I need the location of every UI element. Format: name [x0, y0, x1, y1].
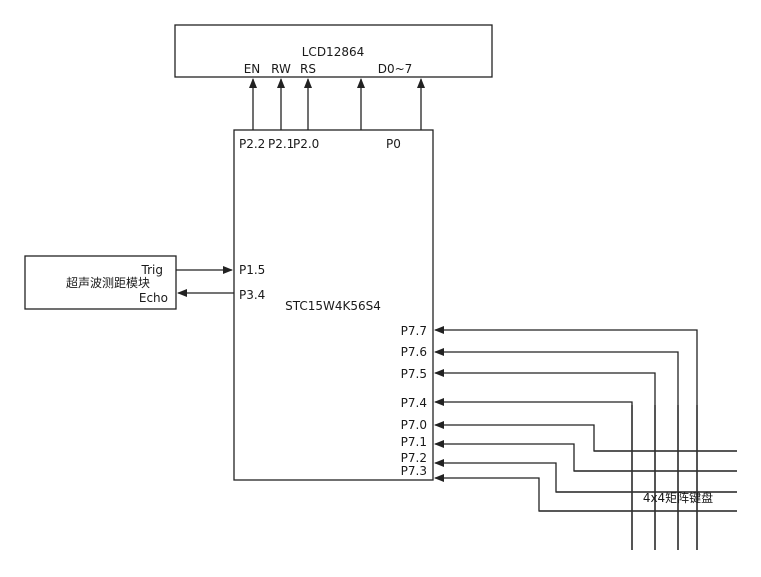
lcd-connections — [249, 78, 425, 130]
pin-label-p75: P7.5 — [401, 367, 427, 381]
ultrasonic-name: 超声波测距模块 — [66, 275, 150, 290]
pin-label-p70: P7.0 — [401, 418, 427, 432]
keypad-connections: 4x4矩阵键盘 — [434, 326, 737, 550]
pin-label-p74: P7.4 — [401, 396, 427, 410]
mcu-chip: STC15W4K56S4 P2.2 P2.1 P2.0 P0 P1.5 P3.4… — [233, 129, 434, 481]
pin-label-p20: P2.0 — [293, 137, 319, 151]
ultrasonic-module: Trig 超声波测距模块 Echo — [24, 255, 234, 310]
pin-label-p73: P7.3 — [401, 464, 427, 478]
pin-label-p77: P7.7 — [401, 324, 427, 338]
lcd-pin-rw: RW — [271, 62, 291, 76]
wire-p74 — [434, 398, 633, 550]
pin-label-p0: P0 — [386, 137, 401, 151]
ultrasonic-echo-label: Echo — [139, 291, 168, 305]
pin-label-p76: P7.6 — [401, 345, 427, 359]
wire-p71 — [434, 440, 737, 472]
keypad-label: 4x4矩阵键盘 — [643, 490, 713, 505]
pin-label-p71: P7.1 — [401, 435, 427, 449]
pin-label-p22: P2.2 — [239, 137, 265, 151]
lcd-box — [174, 24, 493, 78]
lcd-pin-rs: RS — [300, 62, 316, 76]
lcd-title: LCD12864 — [302, 45, 364, 59]
mcu-name: STC15W4K56S4 — [285, 299, 381, 313]
pin-label-p15: P1.5 — [239, 263, 265, 277]
pin-label-p34: P3.4 — [239, 288, 265, 302]
wire-p75 — [434, 369, 656, 550]
mcu-box — [233, 129, 434, 481]
ultrasonic-box — [24, 255, 177, 310]
lcd-pin-en: EN — [244, 62, 261, 76]
wire-p77 — [434, 326, 698, 550]
lcd-pin-data: D0~7 — [378, 62, 413, 76]
lcd-module: LCD12864 EN RW RS D0~7 — [174, 24, 493, 78]
pin-label-p72: P7.2 — [401, 451, 427, 465]
ultrasonic-trig-label: Trig — [141, 263, 163, 277]
wire-p70 — [434, 421, 737, 452]
pin-label-p21: P2.1 — [268, 137, 294, 151]
